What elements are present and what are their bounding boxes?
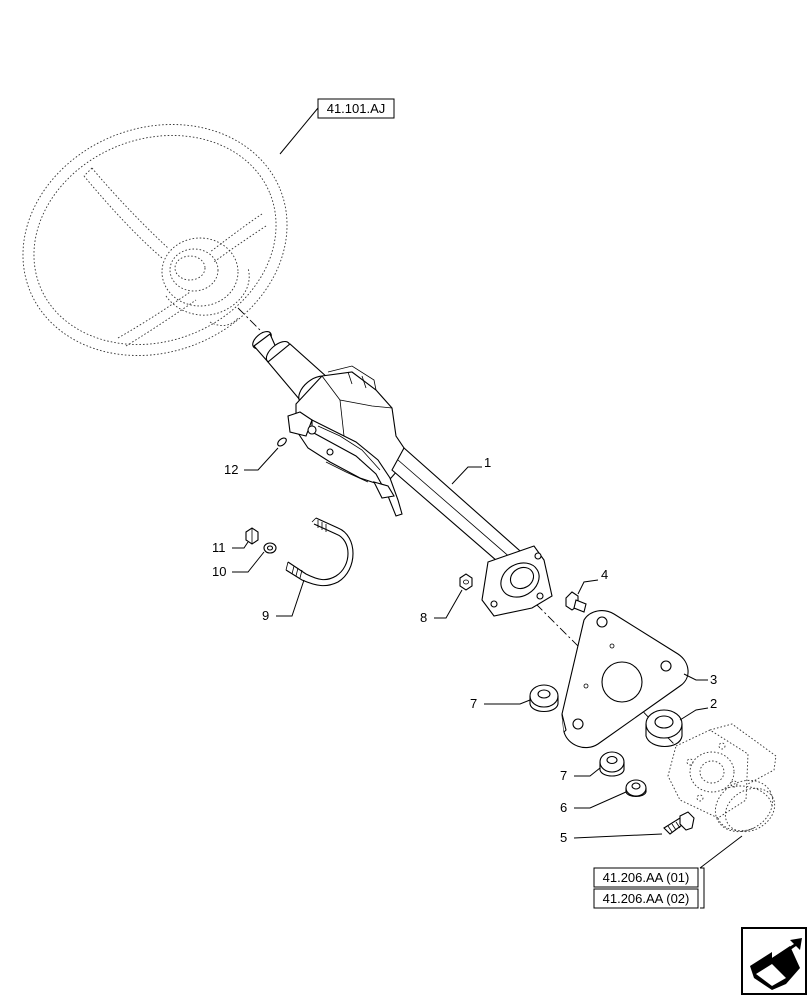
bushing-large <box>645 709 683 748</box>
callout-numbers: 1 2 3 4 5 6 7 7 8 9 10 11 12 <box>212 455 717 845</box>
steering-pump <box>667 723 777 833</box>
steering-column <box>252 331 553 617</box>
next-page-arrow-icon[interactable] <box>741 927 807 995</box>
callout-4: 4 <box>601 567 608 582</box>
callout-1: 1 <box>484 455 491 470</box>
callout-12: 12 <box>224 462 238 477</box>
u-bolt <box>285 517 354 587</box>
pump-reference-label-1: 41.206.AA (01) <box>603 870 690 885</box>
o-ring <box>277 437 287 447</box>
callout-10: 10 <box>212 564 226 579</box>
callout-11: 11 <box>212 540 226 555</box>
pump-reference-label-2: 41.206.AA (02) <box>603 891 690 906</box>
pump-reference[interactable]: 41.206.AA (01) 41.206.AA (02) <box>593 835 743 909</box>
callout-7b: 7 <box>560 768 567 783</box>
callout-6: 6 <box>560 800 567 815</box>
flange-nut <box>459 573 473 591</box>
callout-8: 8 <box>420 610 427 625</box>
bracket-plate <box>561 610 689 749</box>
bushing-upper <box>529 684 559 713</box>
bolt-upper <box>565 591 587 613</box>
wheel-reference-label: 41.101.AJ <box>327 101 386 116</box>
nut <box>245 527 259 545</box>
callout-9: 9 <box>262 608 269 623</box>
callout-2: 2 <box>710 696 717 711</box>
callout-3: 3 <box>710 672 717 687</box>
bushing-lower <box>599 751 625 777</box>
bolt-lower <box>663 811 695 835</box>
axis-line-lower <box>535 603 623 691</box>
axis-line-upper <box>237 307 267 337</box>
wheel-reference[interactable]: 41.101.AJ <box>279 98 395 155</box>
callout-leaders <box>232 447 709 839</box>
washer <box>263 542 277 554</box>
steering-wheel <box>22 124 288 356</box>
washer-lower <box>625 779 647 798</box>
callout-5: 5 <box>560 830 567 845</box>
callout-7a: 7 <box>470 696 477 711</box>
